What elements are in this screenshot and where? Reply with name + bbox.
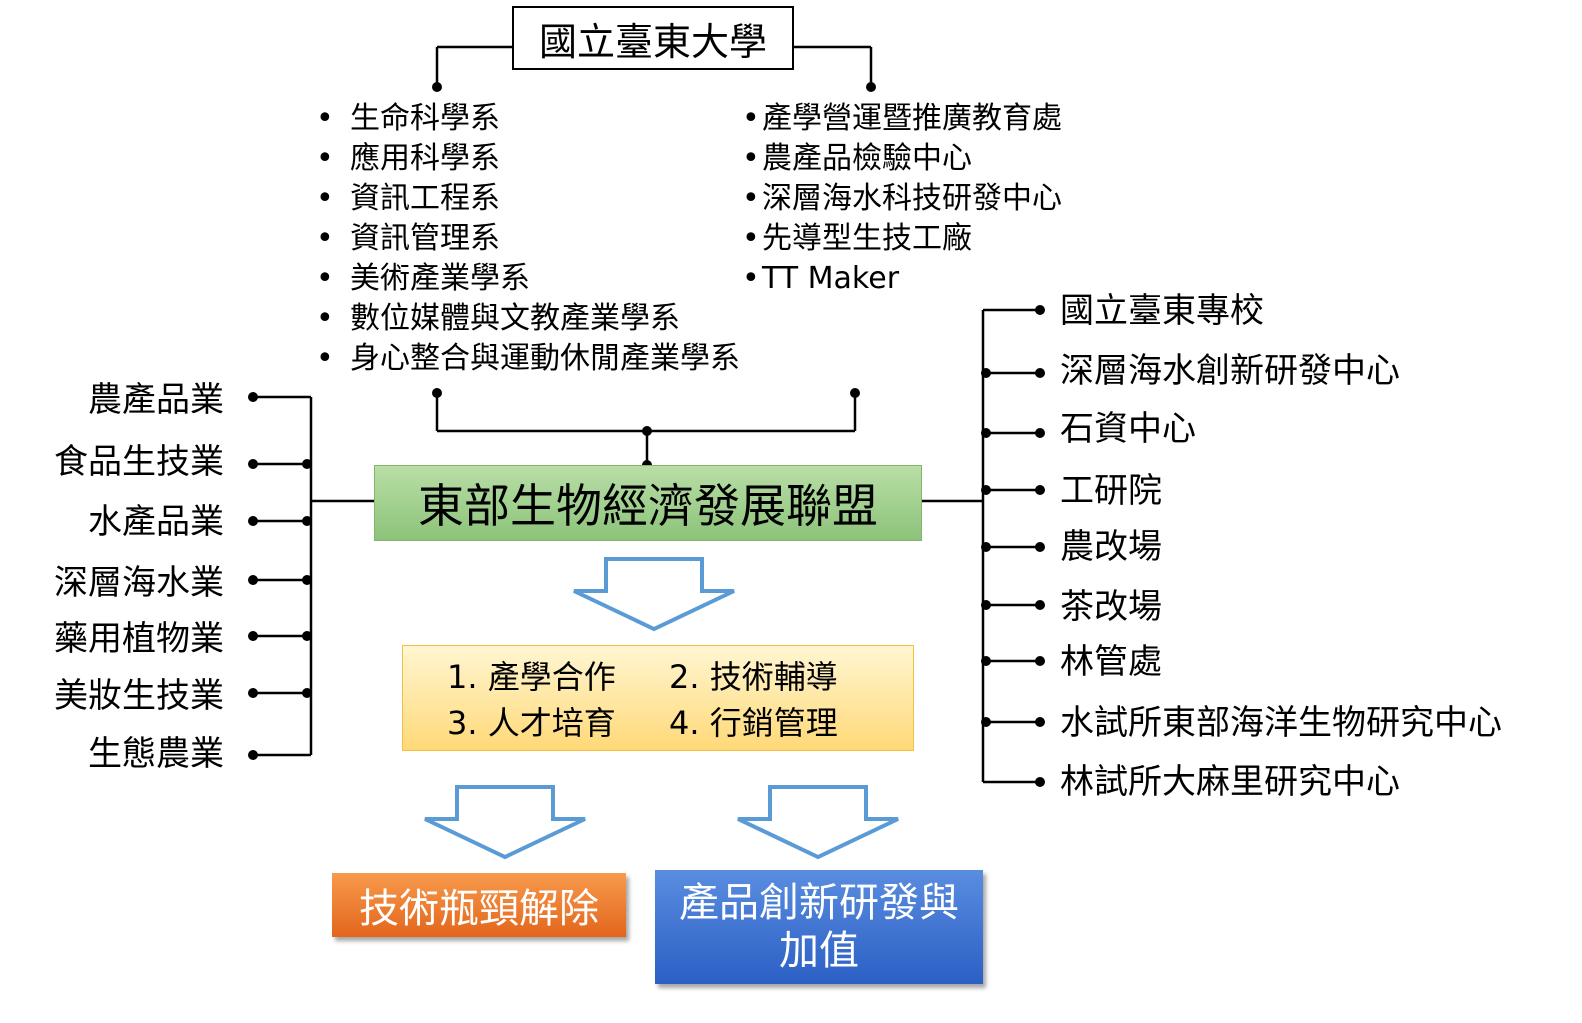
bullet-icon: • bbox=[316, 101, 334, 136]
outcome-label: 技術瓶頸解除 bbox=[359, 886, 599, 932]
connector-dot bbox=[302, 516, 312, 526]
institute-item: 林管處 bbox=[1060, 642, 1162, 682]
connector-dot bbox=[1035, 777, 1045, 787]
alliance-label: 東部生物經濟發展聯盟 bbox=[418, 479, 878, 533]
connector-dot bbox=[642, 426, 652, 436]
office-list: •產學營運暨推廣教育處 •農產品檢驗中心 •深層海水科技研發中心 •先導型生技工… bbox=[742, 99, 1062, 299]
connector-dot bbox=[248, 750, 258, 760]
institute-item: 國立臺東專校 bbox=[1060, 291, 1264, 331]
bullet-icon: • bbox=[742, 141, 760, 176]
cooperation-row: 3. 人才培育 4. 行銷管理 bbox=[447, 698, 869, 744]
connector-dot bbox=[981, 717, 991, 727]
cooperation-box: 1. 產學合作 2. 技術輔導 3. 人才培育 4. 行銷管理 bbox=[402, 645, 914, 751]
university-label: 國立臺東大學 bbox=[538, 19, 767, 64]
connector-dot bbox=[1035, 656, 1045, 666]
institute-item: 茶改場 bbox=[1060, 587, 1162, 627]
connector-dot bbox=[981, 656, 991, 666]
connector-dot bbox=[248, 631, 258, 641]
connector-dot bbox=[981, 542, 991, 552]
industry-item: 水產品業 bbox=[88, 502, 224, 542]
bullet-icon: • bbox=[316, 141, 334, 176]
connector-dot bbox=[1035, 428, 1045, 438]
department-item: •資訊管理系 bbox=[316, 219, 740, 259]
connector-dot bbox=[248, 459, 258, 469]
bullet-icon: • bbox=[316, 181, 334, 216]
cooperation-item: 1. 產學合作 bbox=[447, 658, 616, 696]
department-item: •應用科學系 bbox=[316, 139, 740, 179]
connector-dot bbox=[248, 516, 258, 526]
industry-item: 藥用植物業 bbox=[54, 619, 224, 659]
bullet-icon: • bbox=[742, 261, 760, 296]
connector-dot bbox=[248, 392, 258, 402]
bullet-icon: • bbox=[316, 301, 334, 336]
connector-dot bbox=[302, 575, 312, 585]
industry-item: 深層海水業 bbox=[54, 563, 224, 603]
institute-item: 農改場 bbox=[1060, 527, 1162, 567]
department-item: •身心整合與運動休閒產業學系 bbox=[316, 339, 740, 379]
bullet-icon: • bbox=[742, 181, 760, 216]
department-list: •生命科學系 •應用科學系 •資訊工程系 •資訊管理系 •美術產業學系 •數位媒… bbox=[316, 99, 740, 379]
office-item: •產學營運暨推廣教育處 bbox=[742, 99, 1062, 139]
arrow-down-icon bbox=[737, 785, 899, 860]
bullet-icon: • bbox=[316, 221, 334, 256]
industry-item: 農產品業 bbox=[88, 380, 224, 420]
arrow-down-icon bbox=[424, 785, 586, 860]
institute-item: 深層海水創新研發中心 bbox=[1060, 351, 1400, 391]
outcome-innovation-box: 產品創新研發與 加值 bbox=[655, 870, 983, 984]
connector-dot bbox=[1035, 600, 1045, 610]
cooperation-row: 1. 產學合作 2. 技術輔導 bbox=[447, 652, 869, 698]
university-box: 國立臺東大學 bbox=[512, 6, 794, 70]
department-item: •資訊工程系 bbox=[316, 179, 740, 219]
connector-dot bbox=[866, 82, 876, 92]
bullet-icon: • bbox=[742, 221, 760, 256]
connector-dot bbox=[302, 459, 312, 469]
connector-dot bbox=[981, 600, 991, 610]
cooperation-item: 2. 技術輔導 bbox=[669, 658, 838, 696]
connector-dot bbox=[981, 368, 991, 378]
connector-dot bbox=[1035, 542, 1045, 552]
connector-dot bbox=[302, 631, 312, 641]
connector-dot bbox=[248, 575, 258, 585]
institute-item: 水試所東部海洋生物研究中心 bbox=[1060, 703, 1502, 743]
connector-dot bbox=[981, 428, 991, 438]
connector-dot bbox=[981, 485, 991, 495]
cooperation-item: 4. 行銷管理 bbox=[669, 704, 838, 742]
department-item: •生命科學系 bbox=[316, 99, 740, 139]
industry-item: 美妝生技業 bbox=[54, 676, 224, 716]
connector-dot bbox=[1035, 305, 1045, 315]
cooperation-item: 3. 人才培育 bbox=[447, 704, 616, 742]
connector-dot bbox=[432, 82, 442, 92]
office-item: •農產品檢驗中心 bbox=[742, 139, 1062, 179]
office-item: •TT Maker bbox=[742, 259, 1062, 299]
connector-dot bbox=[1035, 485, 1045, 495]
connector-dot bbox=[248, 688, 258, 698]
institute-item: 林試所大麻里研究中心 bbox=[1060, 762, 1400, 802]
industry-item: 生態農業 bbox=[88, 734, 224, 774]
arrow-down-icon bbox=[573, 557, 735, 632]
bullet-icon: • bbox=[316, 261, 334, 296]
connector-dot bbox=[302, 688, 312, 698]
bullet-icon: • bbox=[742, 101, 760, 136]
connector-dot bbox=[1035, 717, 1045, 727]
connector-dot bbox=[1035, 368, 1045, 378]
industry-item: 食品生技業 bbox=[54, 442, 224, 482]
outcome-bottleneck-box: 技術瓶頸解除 bbox=[332, 873, 626, 937]
office-item: •深層海水科技研發中心 bbox=[742, 179, 1062, 219]
institute-item: 工研院 bbox=[1060, 471, 1162, 511]
institute-item: 石資中心 bbox=[1060, 409, 1196, 449]
bullet-icon: • bbox=[316, 341, 334, 376]
alliance-box: 東部生物經濟發展聯盟 bbox=[374, 465, 922, 541]
office-item: •先導型生技工廠 bbox=[742, 219, 1062, 259]
department-item: •美術產業學系 bbox=[316, 259, 740, 299]
department-item: •數位媒體與文教產業學系 bbox=[316, 299, 740, 339]
outcome-label: 產品創新研發與 加值 bbox=[679, 880, 959, 974]
